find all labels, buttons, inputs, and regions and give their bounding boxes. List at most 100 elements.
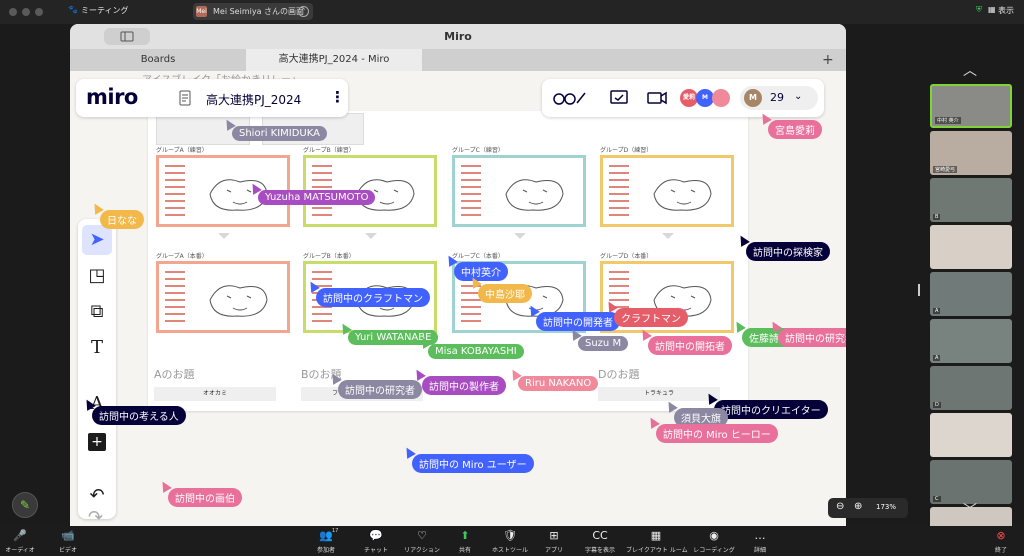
group-title: グループA（練習） (156, 147, 208, 154)
cursor-name-label: 訪問中のクラフトマン (316, 288, 430, 307)
participants-dropdown[interactable]: M 29 ⌄ (740, 86, 818, 110)
participant-video-tile[interactable] (930, 413, 1012, 457)
video-call-icon[interactable] (646, 87, 668, 109)
tab-miro-board[interactable]: 高大連携PJ_2024 - Miro (246, 49, 422, 71)
stop-view-icon[interactable]: ⌃ (298, 6, 309, 17)
participant-video-tile[interactable]: 中村 英介 (930, 84, 1012, 128)
card-sidebar (606, 161, 634, 221)
select-tool[interactable]: ➤ (82, 225, 112, 255)
participant-video-tile[interactable]: C (930, 460, 1012, 504)
zoom-toolbar-button[interactable]: …詳細 (730, 529, 790, 555)
group-title: グループB（練習） (303, 147, 355, 154)
participant-video-tile[interactable]: 宮崎愛弓 (930, 131, 1012, 175)
card-line (312, 278, 332, 280)
tab-boards[interactable]: Boards (140, 54, 176, 65)
zoom-toolbar-button[interactable]: ♡リアクション (392, 529, 452, 555)
zoom-toolbar-button[interactable]: 💬チャット (346, 529, 406, 555)
zoom-toolbar-button[interactable]: ⬆共有 (435, 529, 495, 555)
card-line (609, 193, 629, 195)
annotate-pen-icon[interactable]: ✎ (12, 492, 38, 518)
text-tool[interactable]: T (82, 333, 112, 363)
sticky-note-tool[interactable]: ◳ (82, 261, 112, 291)
scroll-up-chevron-icon[interactable]: ︿ (963, 63, 977, 79)
strip-resize-handle[interactable] (918, 284, 920, 296)
card-line (461, 214, 481, 216)
cursor-name-label: 訪問中のクリエイター (714, 400, 828, 419)
card-line (461, 193, 481, 195)
card-line (609, 165, 629, 167)
zoom-out-icon[interactable]: ⊖ (836, 501, 845, 512)
cursor-name-label: 訪問中の研究者 (778, 328, 846, 347)
card-line (312, 207, 332, 209)
collaborator-avatar[interactable] (712, 89, 730, 107)
end-meeting-icon: ⊗ (996, 529, 1006, 542)
collaborator-avatar[interactable]: M (696, 89, 714, 107)
participant-video-tile[interactable]: A (930, 272, 1012, 316)
reactions-icon[interactable] (552, 87, 588, 109)
participant-video-tile[interactable]: D (930, 366, 1012, 410)
zoom-toolbar-button[interactable]: ▦ブレイクアウト ルーム (626, 529, 688, 555)
zoom-toolbar-button[interactable]: 👥参加者 (296, 529, 356, 555)
participant-video-tile[interactable]: B (930, 178, 1012, 222)
present-icon[interactable] (608, 87, 630, 109)
sidebar-toggle-button[interactable] (104, 28, 150, 45)
miro-canvas[interactable]: アイスブレイク「お絵かきリレー」 グループA（練習）グループB（練習）グループC… (70, 71, 846, 526)
cursor-name-label: Misa KOBAYASHI (428, 344, 524, 359)
maximize-window-button[interactable] (35, 8, 43, 16)
card-line (165, 285, 185, 287)
collaborator-avatar[interactable]: 愛莉 (680, 89, 698, 107)
drawing-card[interactable] (156, 261, 290, 333)
audio-button[interactable]: 🎤 オーディオ (0, 529, 50, 555)
cursor-name-label: 中島沙耶 (478, 284, 532, 303)
card-line (312, 186, 332, 188)
card-line (609, 299, 629, 301)
drawing-card[interactable] (452, 155, 586, 227)
cursor-name-label: 訪問中の開拓者 (648, 336, 732, 355)
zoom-toolbar-icon: ♡ (417, 529, 427, 542)
drawing-card[interactable] (600, 155, 734, 227)
cursor-name-label: Yuri WATANABE (348, 330, 439, 345)
redo-icon[interactable]: ↷ (88, 507, 104, 526)
zoom-toolbar-button[interactable]: ⊞アプリ (524, 529, 584, 555)
card-line (461, 179, 481, 181)
scroll-down-chevron-icon[interactable]: ﹀ (963, 503, 977, 519)
zoom-toolbar-label: 詳細 (753, 547, 766, 554)
window-title-bar: Miro (70, 24, 846, 49)
zoom-toolbar-label: 字幕を表示 (584, 547, 615, 554)
group-title: グループC（本番） (452, 253, 504, 260)
view-button[interactable]: 表示 (998, 6, 1014, 15)
card-line (312, 214, 332, 216)
close-window-button[interactable] (9, 8, 17, 16)
board-icon[interactable] (178, 90, 192, 106)
participant-video-tile[interactable] (930, 225, 1012, 269)
card-sidebar (458, 161, 486, 221)
board-name[interactable]: 高大連携PJ_2024 (206, 93, 302, 107)
end-meeting-button[interactable]: ⊗ 終了 (971, 529, 1024, 555)
zoom-toolbar-label: アプリ (544, 547, 563, 554)
more-tools[interactable]: + (82, 425, 112, 455)
card-line (609, 200, 629, 202)
new-tab-button[interactable]: + (822, 52, 834, 68)
zoom-toolbar-button[interactable]: 🛡ホストツール (480, 529, 540, 555)
group-title: グループC（練習） (452, 147, 504, 154)
undo-icon: ↶ (89, 485, 105, 506)
screen-share-indicator[interactable]: Mei Mei Seimiya さんの画面 ⌃ (193, 3, 313, 20)
card-line (312, 271, 332, 273)
zoom-in-icon[interactable]: ⊕ (854, 501, 863, 512)
zoom-toolbar-button[interactable]: ◉レコーディング (684, 529, 744, 555)
video-button[interactable]: 📹 ビデオ (38, 529, 98, 555)
card-line (609, 306, 629, 308)
minimize-window-button[interactable] (22, 8, 30, 16)
video-camera-icon: 📹 (61, 529, 75, 542)
miro-logo: miro (86, 85, 138, 109)
more-options-icon[interactable]: ⋮ (330, 88, 345, 106)
card-line (312, 306, 332, 308)
shapes-tool[interactable]: ⧉ (82, 297, 112, 327)
cursor-name-label: 訪問中の画伯 (168, 488, 242, 507)
undo-button[interactable]: ↶ (82, 481, 112, 511)
my-avatar: M (744, 89, 762, 107)
zoom-level[interactable]: 173% (876, 503, 897, 511)
participant-video-tile[interactable]: A (930, 319, 1012, 363)
